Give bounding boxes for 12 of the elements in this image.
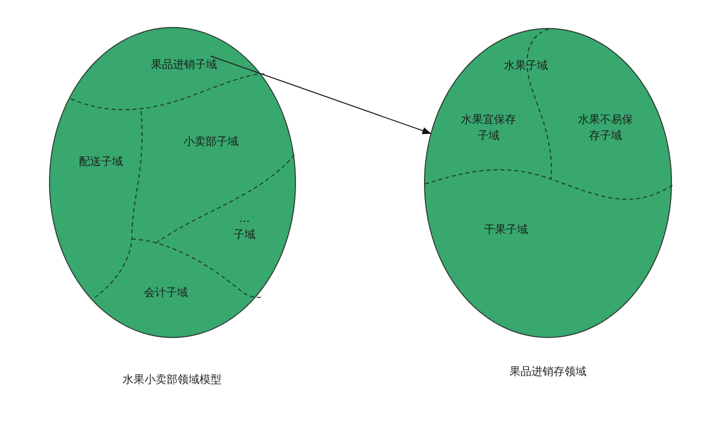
- subdomain-label: 小卖部子域: [171, 134, 251, 150]
- arrow: [210, 56, 432, 134]
- subdomain-label: 会计子域: [136, 285, 196, 301]
- subdomain-label: 水果宜保存子域: [456, 112, 521, 144]
- subdomain-label: 配送子域: [71, 154, 131, 170]
- subdomain-label: 果品进销子域: [129, 57, 239, 73]
- domain-caption: 果品进销存领域: [508, 364, 588, 379]
- subdomain-label: 水果子域: [496, 58, 556, 74]
- domain-caption: 水果小卖部领域模型: [122, 372, 222, 387]
- subdomain-label: 干果子域: [476, 222, 536, 238]
- subdomain-label: ... 子域: [233, 211, 256, 243]
- subdomain-label: 水果不易保存子域: [573, 112, 638, 144]
